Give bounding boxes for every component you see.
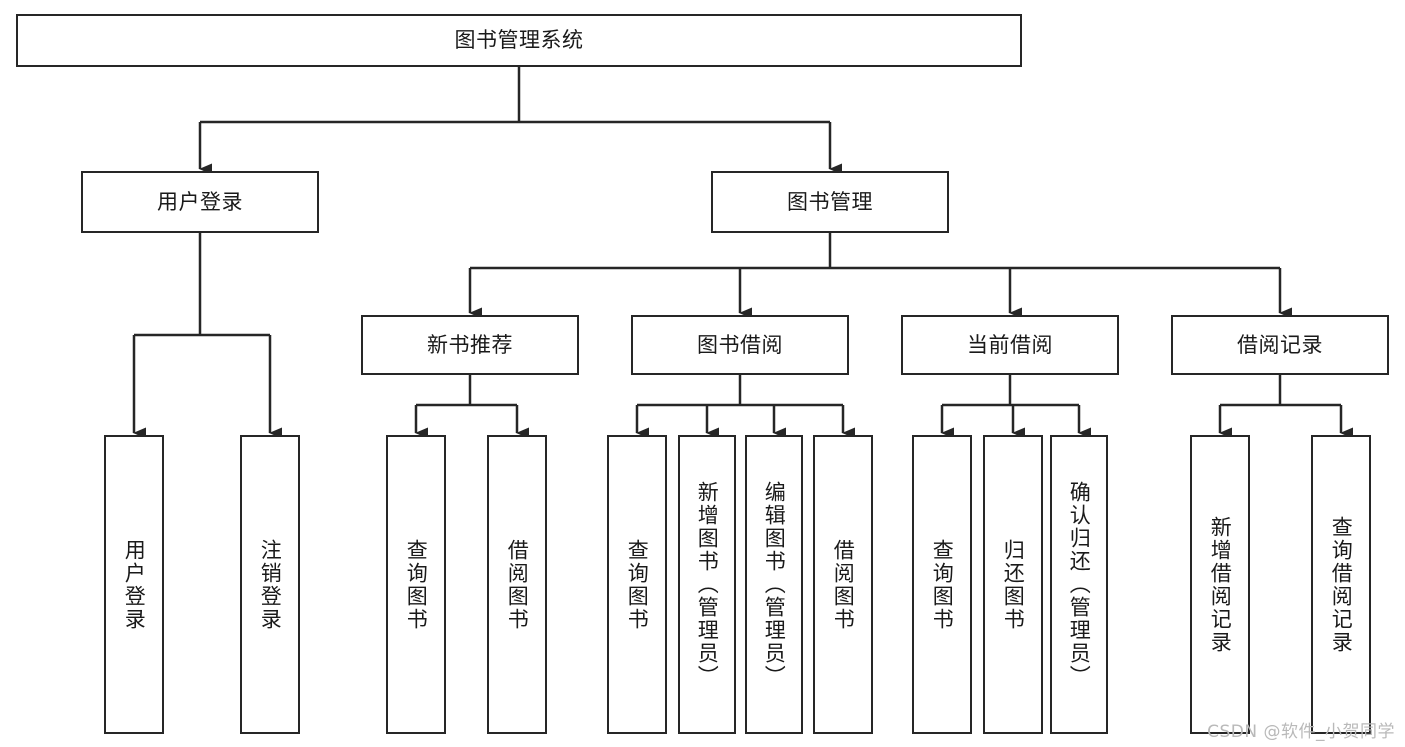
leaf-borrow-book[interactable]: 借阅图书 — [813, 435, 873, 734]
leaf-add-borrow-record[interactable]: 新增借阅记录 — [1190, 435, 1250, 734]
node-user-login-label: 用户登录 — [157, 189, 243, 214]
node-root-label: 图书管理系统 — [454, 28, 584, 53]
leaf-add-book-admin-label: 新增图书（管理员） — [695, 481, 720, 688]
node-book-borrow-label: 图书借阅 — [697, 332, 783, 357]
leaf-query-book-recommend[interactable]: 查询图书 — [386, 435, 446, 734]
leaf-query-book-borrow-label: 查询图书 — [625, 538, 650, 631]
node-new-book-recommend[interactable]: 新书推荐 — [361, 315, 579, 375]
node-book-borrow[interactable]: 图书借阅 — [631, 315, 849, 375]
leaf-query-borrow-record[interactable]: 查询借阅记录 — [1311, 435, 1371, 734]
leaf-query-borrow-record-label: 查询借阅记录 — [1329, 515, 1354, 654]
leaf-borrow-book-recommend-label: 借阅图书 — [505, 538, 530, 631]
leaf-query-book-current[interactable]: 查询图书 — [912, 435, 972, 734]
node-book-management[interactable]: 图书管理 — [711, 171, 949, 233]
leaf-query-book-borrow[interactable]: 查询图书 — [607, 435, 667, 734]
leaf-user-login-label: 用户登录 — [122, 538, 147, 631]
node-borrow-record[interactable]: 借阅记录 — [1171, 315, 1389, 375]
node-current-borrow-label: 当前借阅 — [967, 332, 1053, 357]
leaf-edit-book-admin[interactable]: 编辑图书（管理员） — [745, 435, 803, 734]
leaf-borrow-book-recommend[interactable]: 借阅图书 — [487, 435, 547, 734]
node-new-book-recommend-label: 新书推荐 — [427, 332, 513, 357]
node-root[interactable]: 图书管理系统 — [16, 14, 1022, 67]
leaf-return-book-label: 归还图书 — [1001, 538, 1026, 631]
leaf-logout-label: 注销登录 — [258, 538, 283, 631]
node-borrow-record-label: 借阅记录 — [1237, 332, 1323, 357]
node-user-login[interactable]: 用户登录 — [81, 171, 319, 233]
leaf-query-book-recommend-label: 查询图书 — [404, 538, 429, 631]
leaf-confirm-return-admin-label: 确认归还（管理员） — [1067, 481, 1092, 688]
csdn-watermark: CSDN @软件_小贺同学 — [1207, 722, 1395, 742]
leaf-add-book-admin[interactable]: 新增图书（管理员） — [678, 435, 736, 734]
leaf-confirm-return-admin[interactable]: 确认归还（管理员） — [1050, 435, 1108, 734]
leaf-logout[interactable]: 注销登录 — [240, 435, 300, 734]
node-current-borrow[interactable]: 当前借阅 — [901, 315, 1119, 375]
leaf-edit-book-admin-label: 编辑图书（管理员） — [762, 481, 787, 688]
leaf-query-book-current-label: 查询图书 — [930, 538, 955, 631]
leaf-add-borrow-record-label: 新增借阅记录 — [1208, 515, 1233, 654]
node-book-management-label: 图书管理 — [787, 189, 873, 214]
leaf-return-book[interactable]: 归还图书 — [983, 435, 1043, 734]
leaf-user-login[interactable]: 用户登录 — [104, 435, 164, 734]
leaf-borrow-book-label: 借阅图书 — [831, 538, 856, 631]
